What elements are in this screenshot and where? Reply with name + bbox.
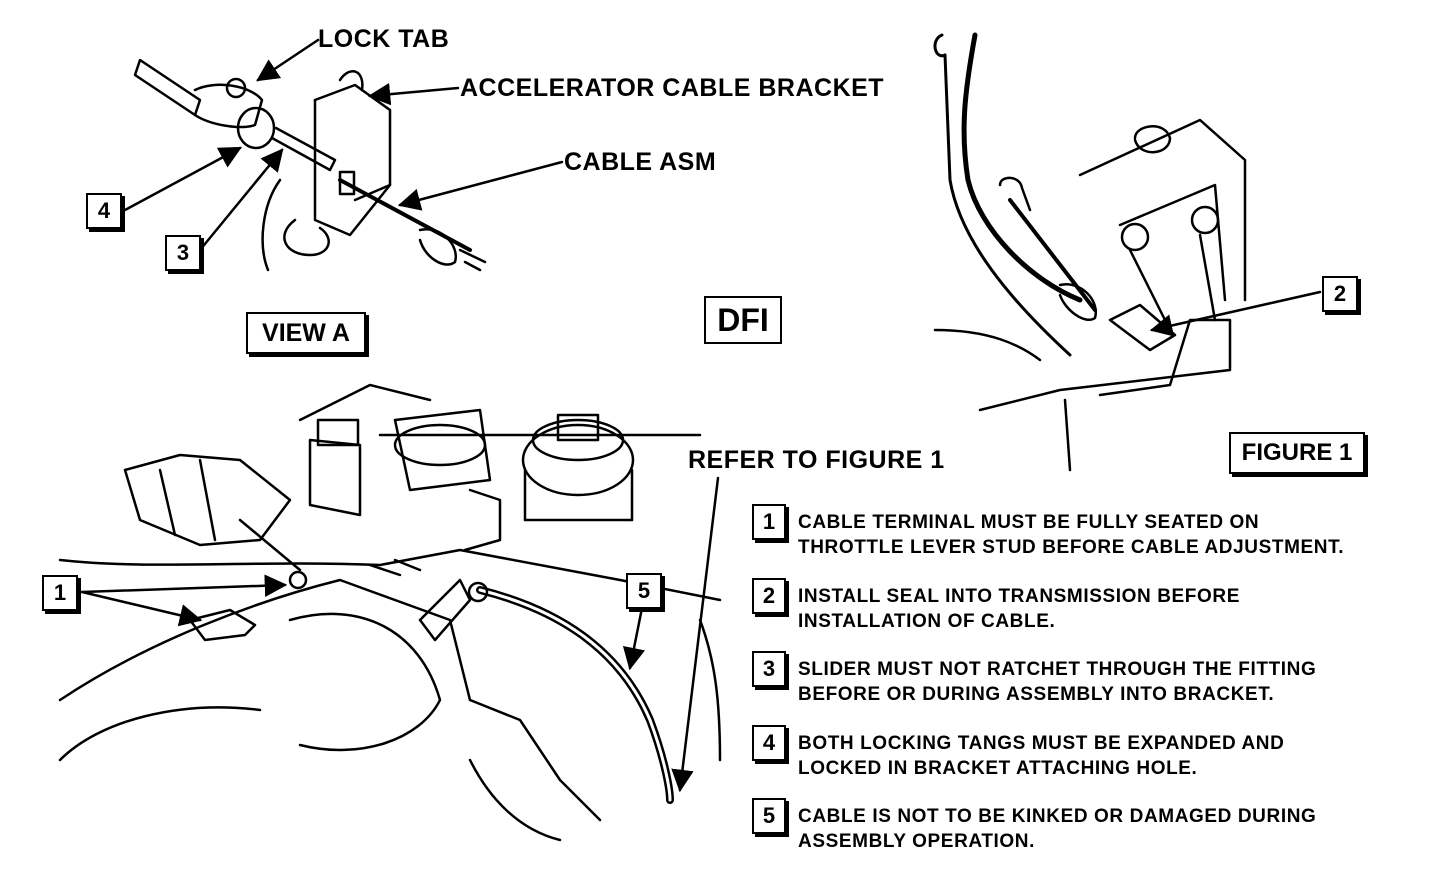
callout-2-figure-1: 2 (1322, 276, 1358, 312)
note-3-text: SLIDER MUST NOT RATCHET THROUGH THE FITT… (798, 657, 1316, 707)
callout-4-view-a: 4 (86, 193, 122, 229)
accelerator-cable-bracket-label: ACCELERATOR CABLE BRACKET (460, 74, 885, 102)
note-3-line-1: SLIDER MUST NOT RATCHET THROUGH THE FITT… (798, 659, 1317, 680)
note-4-text: BOTH LOCKING TANGS MUST BE EXPANDED AND … (798, 731, 1284, 781)
note-2-number: 2 (752, 578, 786, 614)
note-3-line-2: BEFORE OR DURING ASSEMBLY INTO BRACKET. (798, 684, 1275, 705)
note-2-text: INSTALL SEAL INTO TRANSMISSION BEFORE IN… (798, 584, 1240, 634)
note-5-text: CABLE IS NOT TO BE KINKED OR DAMAGED DUR… (798, 804, 1316, 854)
callout-3-view-a: 3 (165, 235, 201, 271)
note-5-line-2: ASSEMBLY OPERATION. (798, 831, 1035, 852)
cable-asm-label: CABLE ASM (564, 148, 717, 176)
engine-drawing (58, 383, 722, 842)
refer-to-figure-1-label: REFER TO FIGURE 1 (688, 446, 945, 474)
figure1-drawing (933, 32, 1247, 472)
note-4-number: 4 (752, 725, 786, 761)
note-4-line-2: LOCKED IN BRACKET ATTACHING HOLE. (798, 758, 1198, 779)
note-1-line-1: CABLE TERMINAL MUST BE FULLY SEATED ON (798, 512, 1260, 533)
note-1-number: 1 (752, 504, 786, 540)
callout-1-engine: 1 (42, 575, 78, 611)
note-2-line-2: INSTALLATION OF CABLE. (798, 611, 1056, 632)
note-3-number: 3 (752, 651, 786, 687)
note-1-line-2: THROTTLE LEVER STUD BEFORE CABLE ADJUSTM… (798, 537, 1345, 558)
dfi-label: DFI (704, 296, 782, 344)
callout-5-engine: 5 (626, 573, 662, 609)
figure-1-title: FIGURE 1 (1229, 432, 1365, 474)
note-2-line-1: INSTALL SEAL INTO TRANSMISSION BEFORE (798, 586, 1240, 607)
note-4-line-1: BOTH LOCKING TANGS MUST BE EXPANDED AND (798, 733, 1285, 754)
note-1-text: CABLE TERMINAL MUST BE FULLY SEATED ON T… (798, 510, 1344, 560)
lock-tab-label: LOCK TAB (318, 25, 450, 53)
view-a-drawing (133, 58, 487, 272)
note-5-line-1: CABLE IS NOT TO BE KINKED OR DAMAGED DUR… (798, 806, 1317, 827)
note-5-number: 5 (752, 798, 786, 834)
view-a-title: VIEW A (246, 312, 366, 354)
